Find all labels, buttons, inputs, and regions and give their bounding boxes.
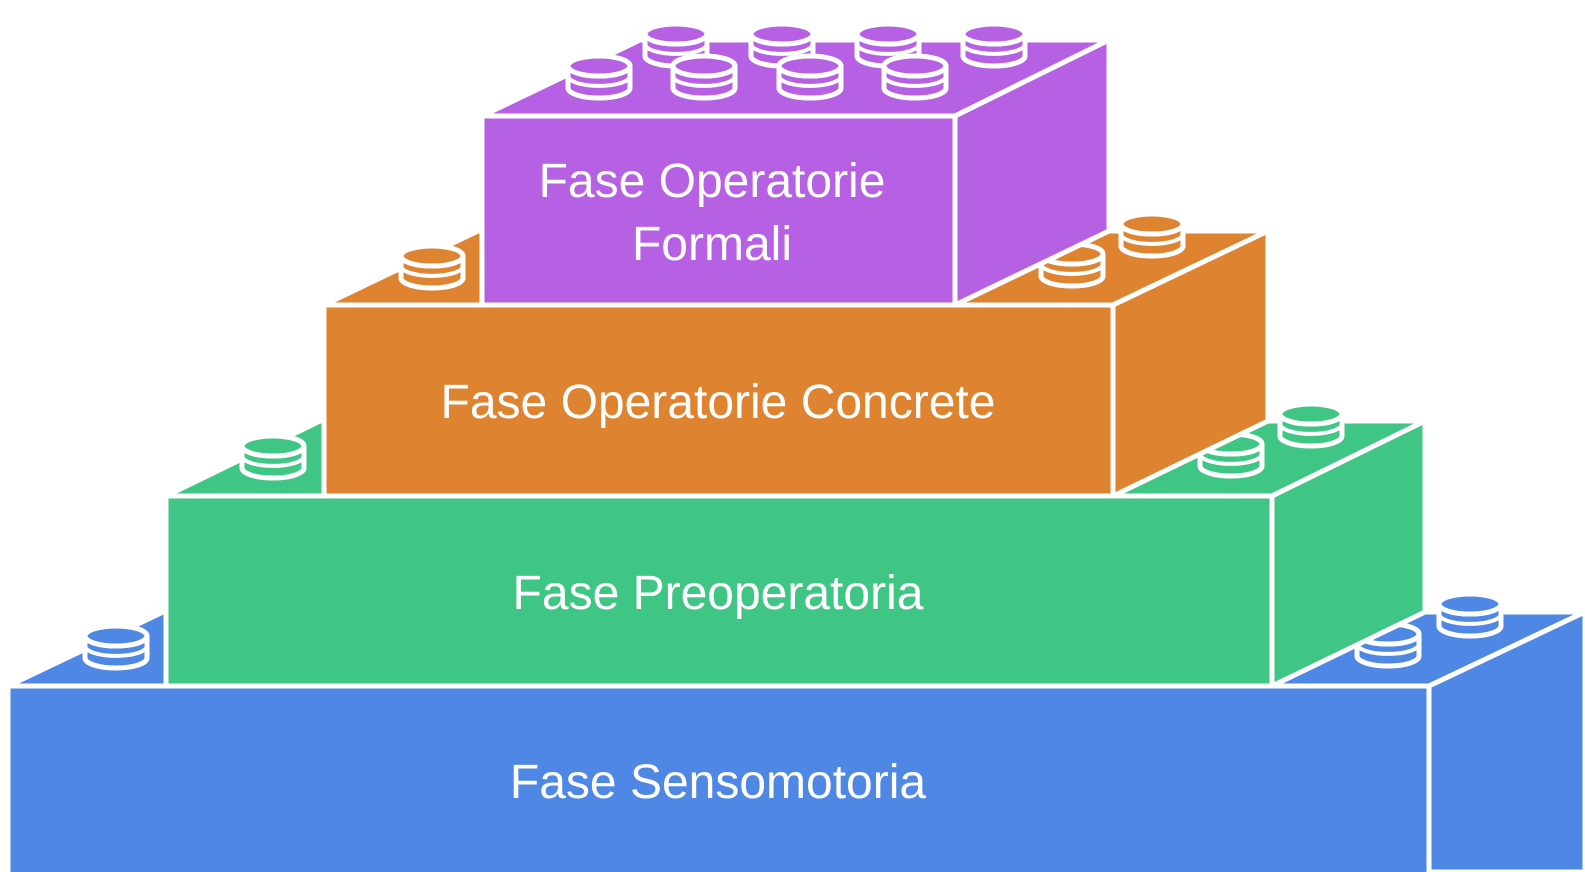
- stud: [881, 53, 949, 101]
- stud-top: [642, 21, 710, 47]
- stud-band: [855, 43, 921, 56]
- stud: [1436, 591, 1504, 639]
- stud-top: [398, 243, 466, 269]
- stud-top: [960, 21, 1028, 47]
- stud-top: [82, 623, 150, 649]
- stud-top: [565, 53, 633, 79]
- stud-top: [670, 53, 738, 79]
- stud-band: [1039, 263, 1105, 276]
- stud-band: [749, 43, 815, 56]
- stud: [1277, 401, 1345, 449]
- brick-front-face: [5, 683, 1432, 872]
- level-label-sensomotoria: Fase Sensomotoria: [510, 756, 927, 809]
- stud-band: [1355, 643, 1421, 656]
- level-label-formali-line1: Fase Operatorie: [539, 155, 886, 208]
- stud-top: [239, 433, 307, 459]
- stud-band: [777, 75, 843, 88]
- stud-top: [748, 21, 816, 47]
- studs: [82, 591, 1504, 671]
- stud: [565, 53, 633, 101]
- brick-front-face: [321, 302, 1116, 499]
- stud-band: [240, 455, 306, 468]
- stud: [1118, 211, 1186, 259]
- studs: [565, 21, 1028, 101]
- stud-band: [399, 265, 465, 278]
- stud-band: [1437, 613, 1503, 626]
- level-label-concrete: Fase Operatorie Concrete: [441, 376, 996, 429]
- stud-top: [1277, 401, 1345, 427]
- stud-top: [1118, 211, 1186, 237]
- stud-band: [1278, 423, 1344, 436]
- level-label-preoperatoria: Fase Preoperatoria: [513, 567, 924, 620]
- stud-top: [1436, 591, 1504, 617]
- brick-formali: Fase Operatorie Formali: [479, 21, 1112, 308]
- stud: [82, 623, 150, 671]
- stud-band: [83, 645, 149, 658]
- stud-band: [671, 75, 737, 88]
- studs: [239, 401, 1345, 481]
- stud: [960, 21, 1028, 69]
- stud: [776, 53, 844, 101]
- stud: [854, 21, 922, 69]
- stud: [670, 53, 738, 101]
- stud-band: [643, 43, 709, 56]
- stud-top: [854, 21, 922, 47]
- stud-band: [1119, 233, 1185, 246]
- level-label-formali-line2: Formali: [632, 218, 792, 271]
- stud: [398, 243, 466, 291]
- stud-top: [776, 53, 844, 79]
- stud-band: [961, 43, 1027, 56]
- stud-top: [881, 53, 949, 79]
- brick-front-face: [479, 113, 958, 308]
- stud-band: [1198, 453, 1264, 466]
- stud-band: [882, 75, 948, 88]
- stud-band: [566, 75, 632, 88]
- stud: [239, 433, 307, 481]
